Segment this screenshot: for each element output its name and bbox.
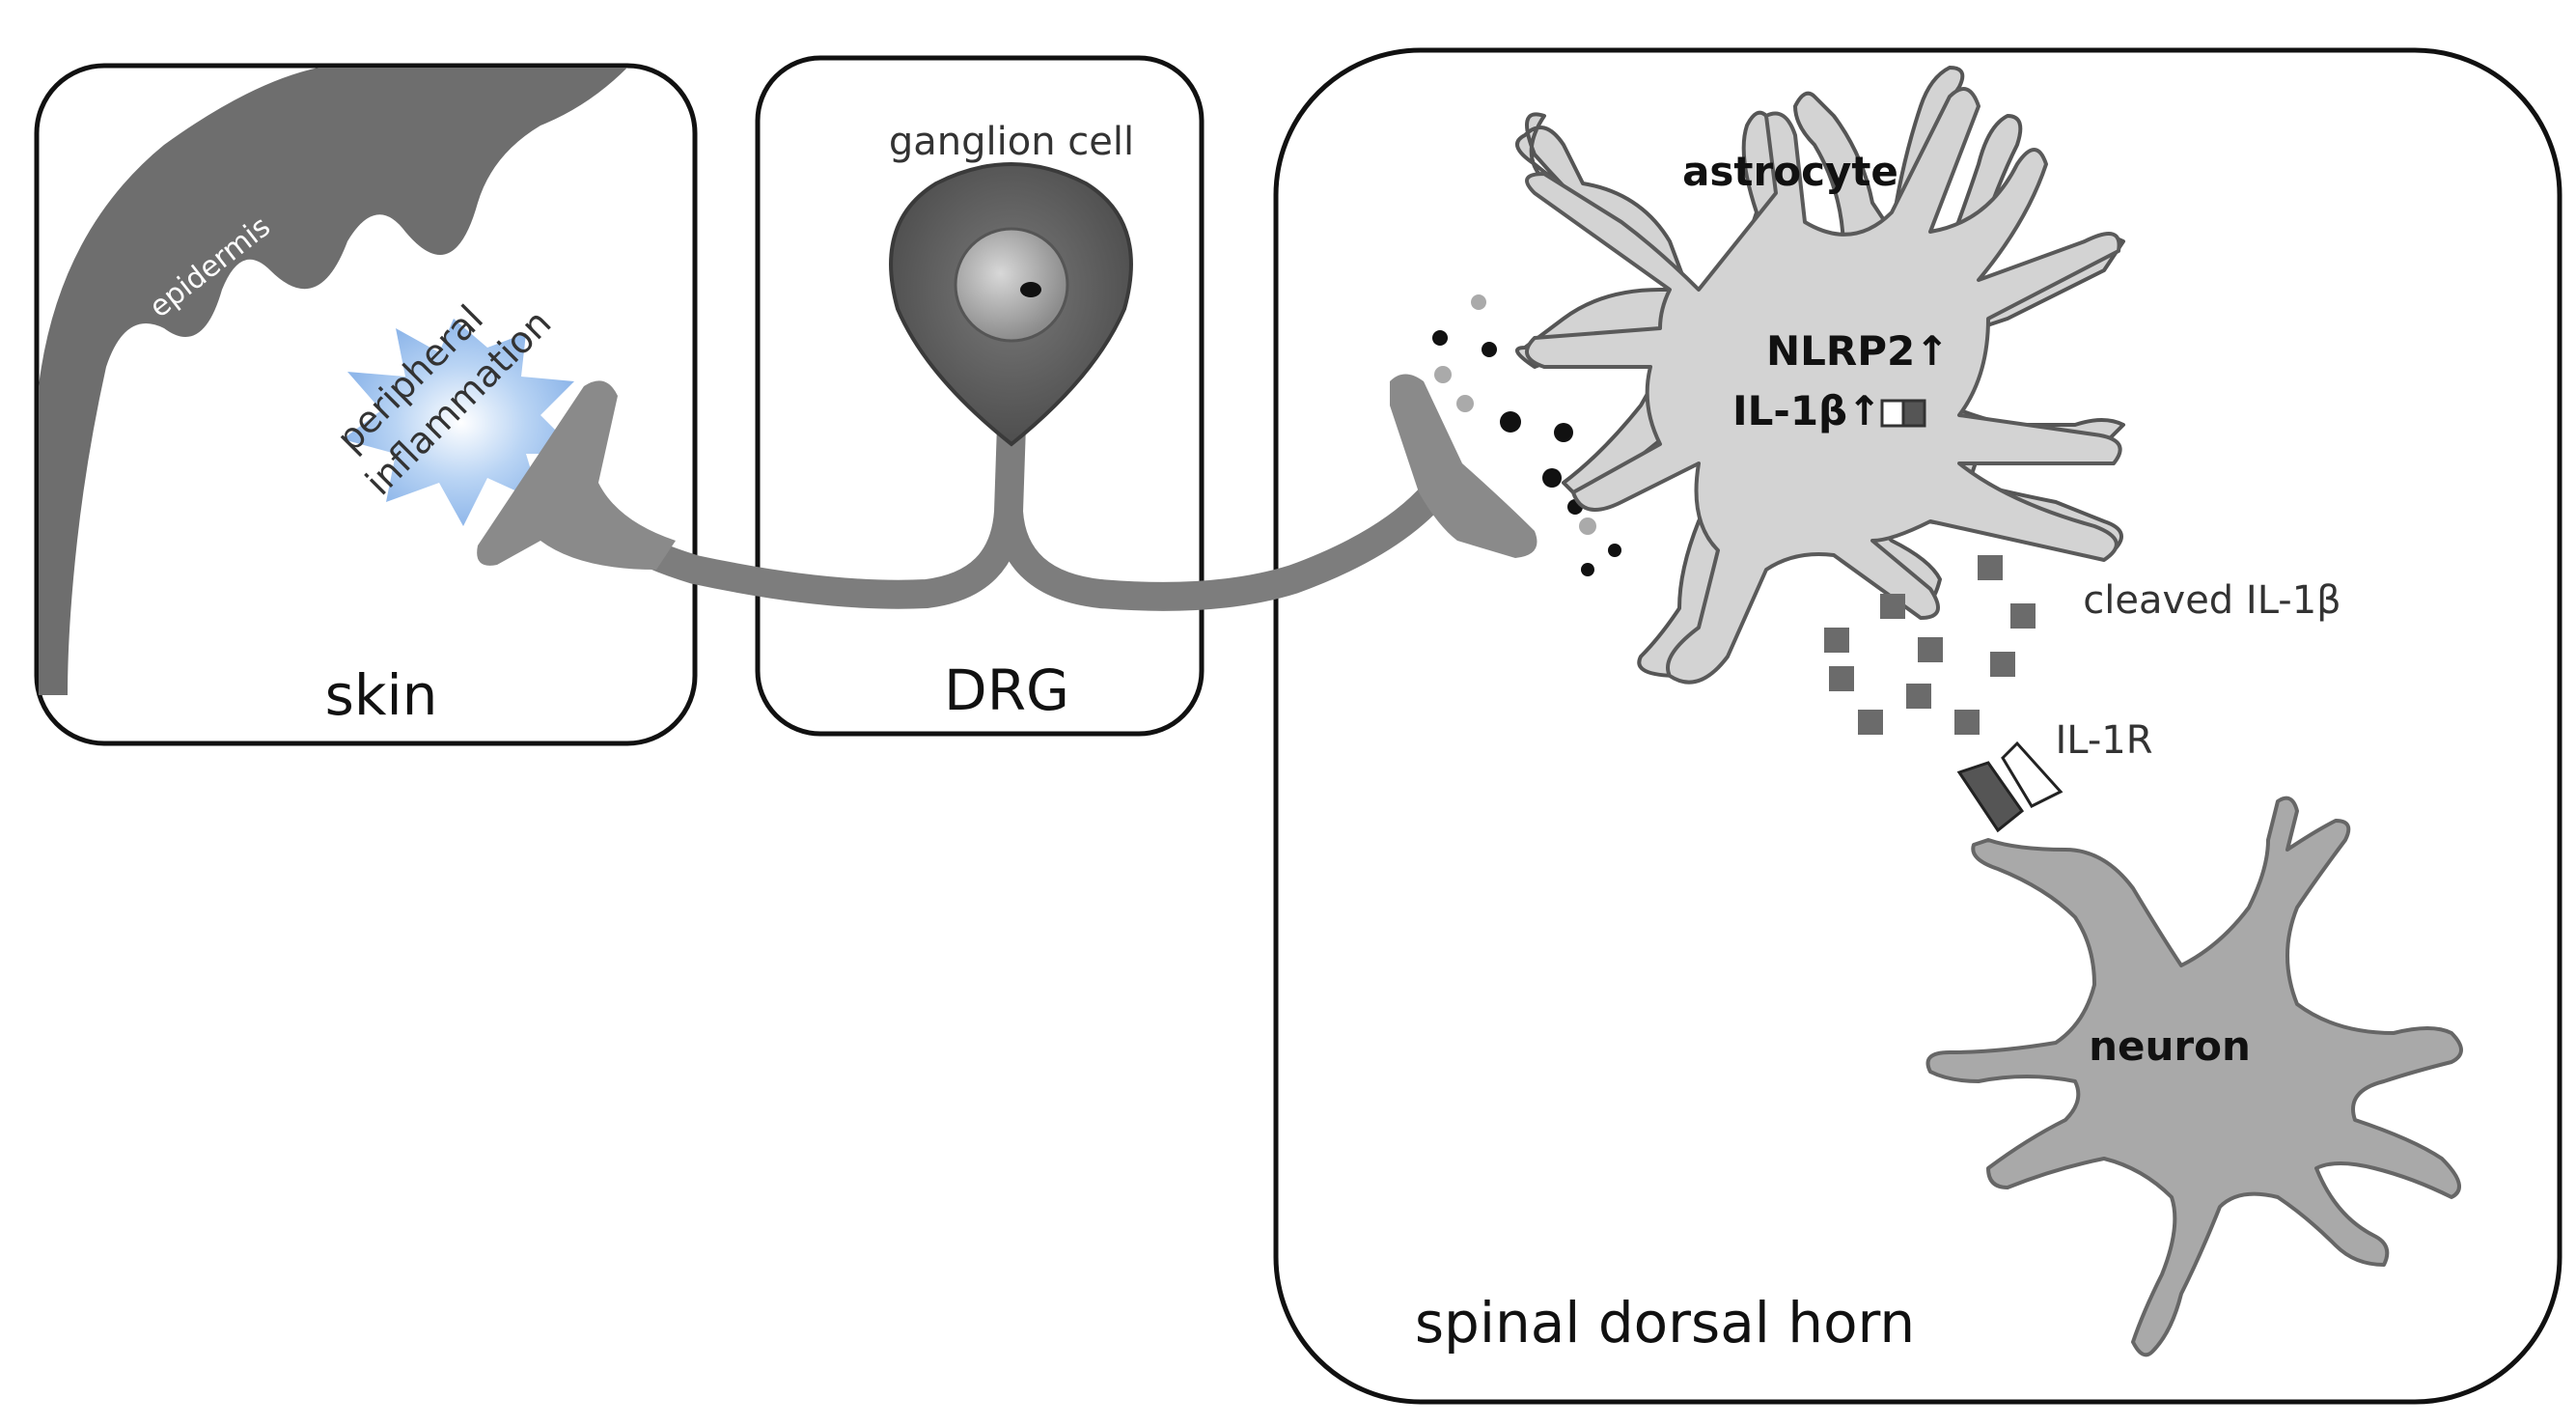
spinal-label: spinal dorsal horn (1415, 1290, 1915, 1356)
cleaved-il1b-particles (1824, 555, 2036, 735)
pro-il1b-marker-white (1880, 399, 1905, 428)
drg-label: DRG (944, 657, 1069, 723)
il1r-receptor (1956, 741, 2064, 833)
astrocyte-label: astrocyte (1682, 148, 1898, 195)
ganglion-nucleolus (1020, 282, 1041, 297)
ganglion-nucleus (954, 227, 1069, 343)
il1b-label: IL-1β↑ (1732, 387, 1881, 434)
cleaved-il1b-label: cleaved IL-1β (2083, 578, 2341, 623)
il1r-label: IL-1R (2055, 718, 2152, 763)
pro-il1b-marker-dark (1901, 399, 1926, 428)
neuron-label: neuron (2089, 1022, 2251, 1070)
epidermis-layer (39, 68, 627, 695)
inflammation-burst (343, 319, 579, 526)
sensory-neuron (477, 162, 1537, 611)
ganglion-cell-label: ganglion cell (889, 120, 1134, 164)
central-terminal (1390, 374, 1537, 558)
nlrp2-label: NLRP2↑ (1766, 327, 1949, 375)
astrocyte-soma (1525, 87, 2122, 685)
peripheral-terminal (477, 380, 676, 570)
astrocyte: astrocyte NLRP2↑ IL-1β↑ (1515, 66, 2125, 685)
spinal-neuron: neuron (1925, 796, 2463, 1357)
skin-label: skin (325, 662, 438, 728)
neuron-body (1925, 796, 2463, 1357)
released-particles (1432, 294, 1621, 576)
skin-panel: epidermis peripheral inflammation skin (34, 63, 698, 746)
